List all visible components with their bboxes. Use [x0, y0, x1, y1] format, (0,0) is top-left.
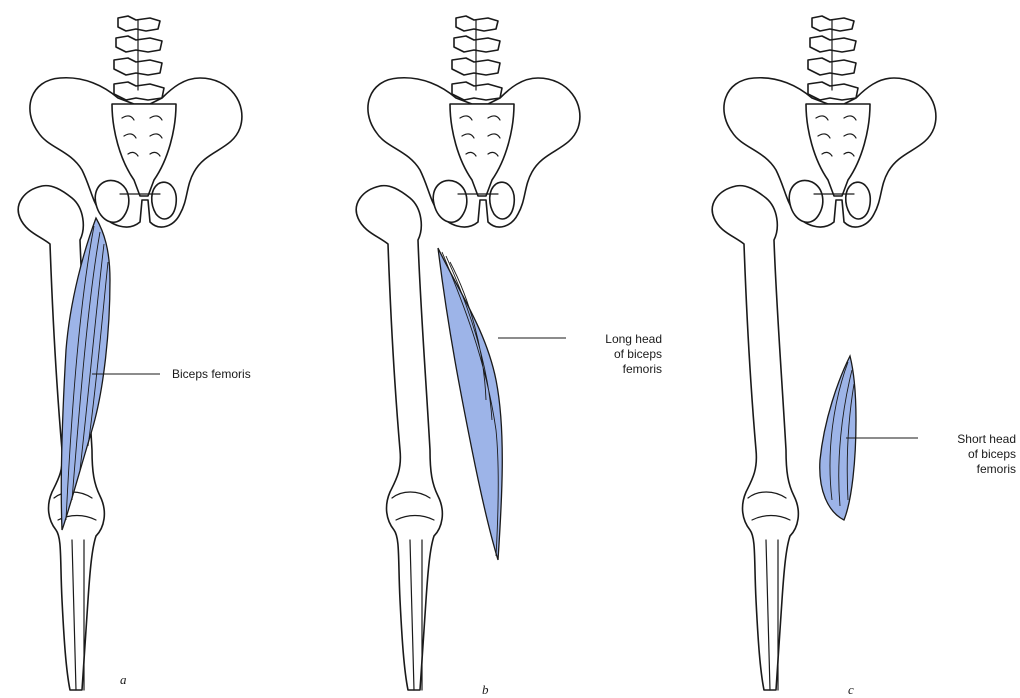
- label-short-head: Short head of biceps femoris: [924, 432, 1016, 477]
- panel-c: [712, 16, 936, 690]
- panel-letter-b: b: [482, 682, 489, 698]
- label-biceps-femoris: Biceps femoris: [172, 367, 251, 382]
- long-head-muscle: [438, 248, 502, 560]
- muscle-shape: [438, 248, 502, 560]
- panel-b: [356, 16, 580, 690]
- panel-a: [18, 16, 242, 690]
- panel-letter-a: a: [120, 672, 127, 688]
- panel-letter-c: c: [848, 682, 854, 698]
- label-long-head: Long head of biceps femoris: [568, 332, 662, 377]
